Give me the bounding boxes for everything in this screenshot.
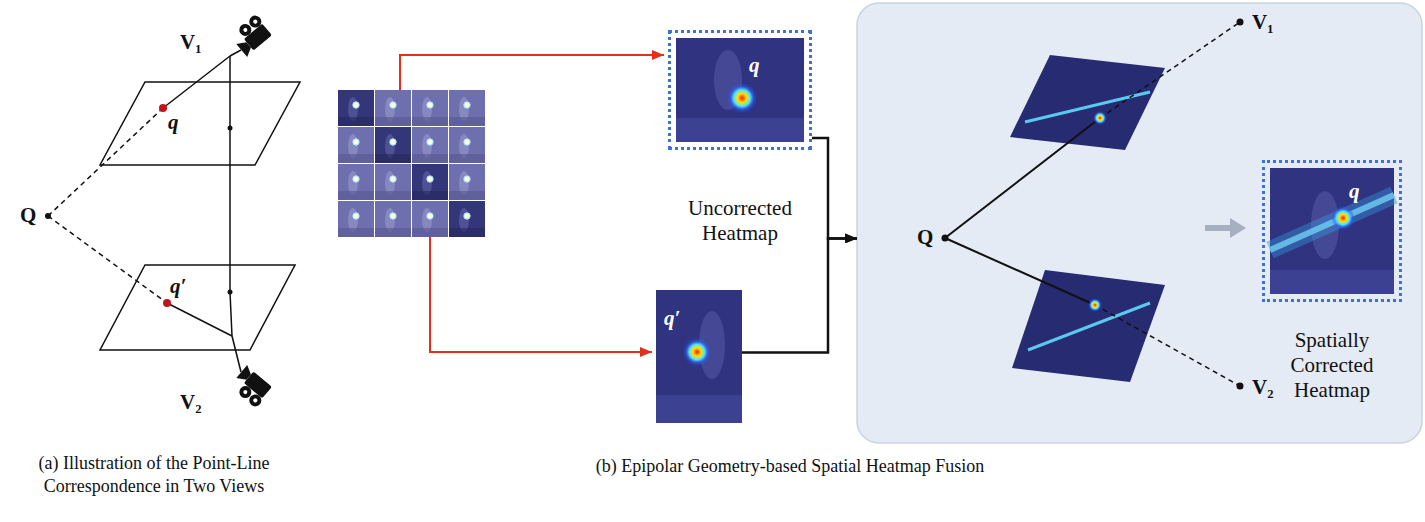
heatmap-image (1270, 195, 1394, 250)
epipolar-illustration (942, 235, 949, 242)
epipolar-illustration (1012, 270, 1165, 382)
heatmap-image (727, 83, 757, 113)
epipolar-illustration (1010, 55, 1165, 150)
heatmap-image (676, 38, 804, 142)
camera-mount (232, 336, 241, 372)
heatmap-grid (449, 127, 485, 163)
projection-ray (229, 56, 231, 128)
principal-point (228, 290, 233, 295)
point-label: Q (20, 203, 36, 227)
heatmap-caption: Uncorrected Heatmap (668, 196, 812, 246)
heatmap-grid (338, 201, 374, 237)
projection-ray (230, 292, 232, 336)
heatmap-area: q′ (656, 290, 742, 423)
heatmap-image (676, 38, 804, 142)
epipolar-illustration (1100, 22, 1240, 118)
heatmap-grid (338, 90, 485, 237)
heatmap-box: qUncorrected Heatmap (668, 30, 812, 246)
selection-arrow (430, 237, 652, 352)
point-label: Q (917, 225, 933, 249)
merge-connector (742, 238, 857, 352)
image-plane (100, 82, 300, 165)
epipolar-illustration (1088, 298, 1102, 312)
heatmap-grid (449, 90, 485, 126)
dashed-ray (48, 108, 163, 216)
epipolar-illustration (1230, 218, 1246, 238)
merge-connector (812, 138, 857, 238)
camera-mount (230, 50, 241, 56)
heatmap-box: qSpatially Corrected Heatmap (1262, 160, 1402, 404)
heatmap-grid (449, 201, 485, 237)
heatmap-image (1331, 206, 1355, 230)
subfigure-caption: (b) Epipolar Geometry-based Spatial Heat… (510, 455, 1070, 478)
heatmap-image (656, 395, 742, 423)
heatmap-grid (412, 90, 448, 126)
image-point (163, 299, 171, 307)
heatmap-box: q′ (656, 290, 742, 423)
epipolar-illustration (1205, 225, 1232, 231)
epipolar-illustration (1093, 111, 1107, 125)
point-label: q′ (664, 306, 680, 330)
heatmap-image (683, 338, 711, 366)
camera-label: V₁ (1252, 10, 1273, 34)
image-point (159, 104, 167, 112)
camera-icon (229, 365, 274, 409)
camera-label: V₂ (1252, 375, 1273, 399)
heatmap-grid (338, 127, 374, 163)
heatmap-image (1270, 270, 1394, 294)
projection-ray (167, 303, 232, 336)
panel-background (857, 3, 1422, 443)
epipolar-illustration (945, 238, 1095, 305)
heatmap-grid (375, 127, 411, 163)
epipolar-illustration (1095, 305, 1240, 386)
projection-ray (163, 56, 230, 108)
heatmap-image (656, 290, 742, 423)
dashed-ray (48, 216, 167, 303)
point-label: q (749, 53, 760, 77)
heatmap-grid (338, 164, 374, 200)
selection-arrow (400, 55, 664, 90)
point-label: q (168, 110, 179, 134)
heatmap-frame: q (668, 30, 812, 150)
world-point (45, 213, 51, 219)
fusion-panel: QV₁V₂qSpatially Corrected Heatmap (857, 3, 1422, 443)
camera-label: V₁ (180, 30, 201, 54)
image-plane (100, 265, 295, 350)
heatmap-grid (375, 201, 411, 237)
heatmap-caption: Spatially Corrected Heatmap (1262, 328, 1402, 404)
epipolar-illustration (945, 118, 1100, 238)
heatmap-grid (449, 164, 485, 200)
camera-label: V₂ (180, 390, 201, 414)
subfigure-caption: (a) Illustration of the Point-Line Corre… (4, 452, 304, 499)
heatmap-image (1270, 168, 1394, 294)
heatmap-grid (412, 164, 448, 200)
heatmap-grid (375, 90, 411, 126)
heatmap-frame: q (1262, 160, 1402, 302)
heatmap-image (1270, 168, 1394, 294)
heatmap-image (676, 118, 804, 142)
epipolar-illustration (1237, 383, 1244, 390)
epipolar-illustration (1237, 19, 1244, 26)
heatmap-image (1270, 195, 1394, 250)
point-label: q (1349, 179, 1360, 203)
camera-icon (229, 13, 274, 57)
baseline (229, 128, 231, 292)
epipolar-illustration (1028, 303, 1150, 350)
heatmap-grid (412, 127, 448, 163)
epipolar-illustration (942, 19, 1247, 390)
two-view-illustration (48, 50, 300, 372)
heatmap-grid (375, 164, 411, 200)
heatmap-grid (412, 201, 448, 237)
point-label: q′ (170, 274, 186, 298)
heatmap-grid (338, 90, 374, 126)
principal-point (228, 126, 233, 131)
heatmap-image (656, 290, 742, 423)
